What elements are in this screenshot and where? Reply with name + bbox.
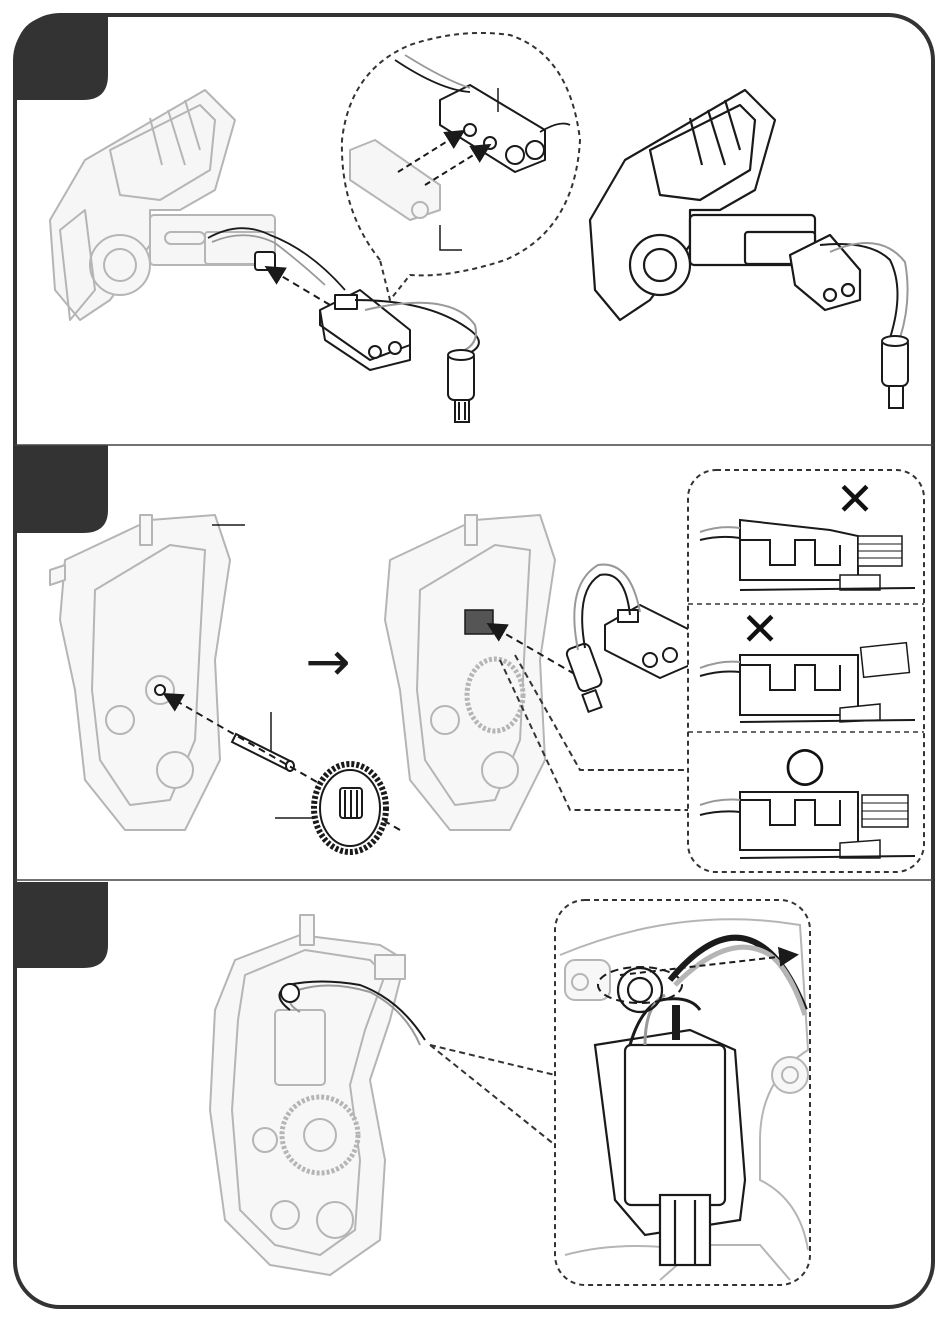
wire-routing-detail bbox=[555, 900, 810, 1285]
step-3-illustration bbox=[210, 900, 810, 1285]
transition-arrow: → bbox=[305, 630, 350, 693]
check-panel: ✕ ✕ bbox=[688, 470, 924, 872]
check-mark-3: ○ bbox=[784, 736, 826, 792]
crown-gear bbox=[314, 764, 386, 852]
step-1-illustration bbox=[50, 33, 908, 422]
switch-unit bbox=[565, 605, 690, 712]
case-half-assembled bbox=[385, 515, 555, 830]
step-3-badge bbox=[15, 882, 108, 968]
insert-arrow bbox=[268, 268, 330, 305]
step-1-badge bbox=[15, 15, 108, 100]
callout-leader-2 bbox=[440, 225, 462, 250]
step-2-illustration: → bbox=[50, 470, 924, 872]
check-mark-2: ✕ bbox=[741, 602, 780, 656]
case-with-motor-ghost bbox=[210, 915, 405, 1275]
shaft-hole bbox=[155, 685, 165, 695]
motor bbox=[448, 350, 474, 422]
step-2-badge bbox=[15, 445, 108, 533]
assembled-housing bbox=[590, 90, 860, 320]
assembled-motor bbox=[882, 336, 908, 408]
check-mark-1: ✕ bbox=[836, 472, 875, 526]
detail-bubble bbox=[342, 33, 580, 300]
switch-slot bbox=[465, 610, 493, 634]
gearbox-housing-ghost bbox=[50, 90, 275, 320]
case-half-ghost bbox=[50, 515, 230, 830]
wire-guide-post bbox=[281, 984, 299, 1002]
